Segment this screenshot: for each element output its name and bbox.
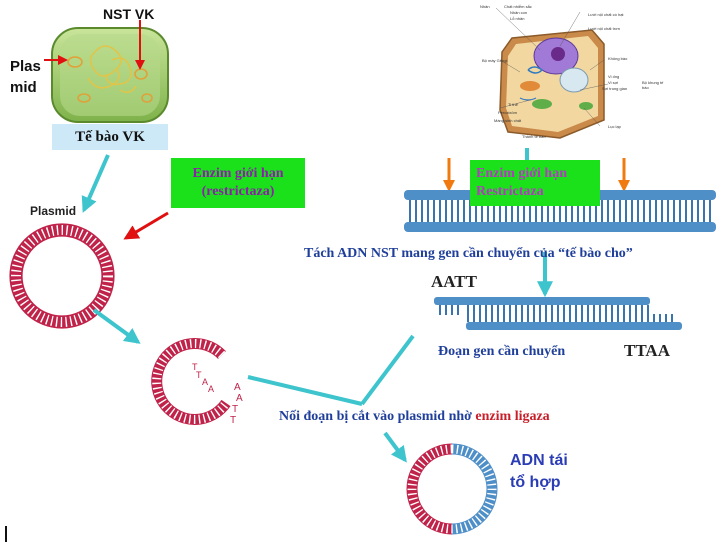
gene-segment-dna — [434, 297, 682, 330]
edge-mark — [5, 526, 7, 542]
plasmid-ring — [9, 223, 115, 329]
enzyme-left-line2: (restrictaza) — [201, 184, 275, 199]
sticky-end-letters: T T A A A A T T — [190, 356, 270, 436]
cell-label-15: Lục lạp — [608, 124, 621, 129]
recombinant-dna-ring — [406, 443, 498, 535]
cell-label-7: Không bào — [608, 56, 628, 61]
cell-label-2: Nhân con — [510, 10, 528, 15]
recombinant-line1: ADN tái — [510, 452, 568, 469]
donor-cell-labels: Nhân Chất nhiễm sắc Nhân con Lỗ nhân Lướ… — [478, 0, 668, 146]
enzyme-right-line2: Restrictaza — [476, 184, 544, 199]
sticky-letter-8: T — [230, 415, 237, 426]
bacterial-cell — [51, 27, 169, 123]
label-cell-vk: Tế bào VK — [52, 124, 168, 150]
cut-plasmid-ring — [151, 337, 231, 425]
cut-site-arrows — [443, 158, 630, 192]
cell-label-14: Màng sinh chất — [494, 118, 522, 123]
donor-cell-diagram — [499, 29, 605, 139]
sticky-letter-4: A — [208, 384, 215, 394]
recombinant-line2: tổ hợp — [510, 474, 561, 491]
sticky-letter-2: T — [196, 370, 202, 380]
donor-cell-leader-lines — [495, 7, 609, 127]
label-plasmid-small: Plasmid — [30, 204, 77, 218]
cell-label-11: Bộ khung tế bào — [642, 80, 664, 90]
sticky-letter-5: A — [234, 382, 241, 393]
cell-label-16: Thành tế bào — [522, 134, 546, 139]
label-aatt: AATT — [431, 272, 477, 291]
cell-label-9: Vi sợi — [608, 80, 619, 85]
enzyme-left-line1: Enzim giới hạn — [192, 166, 284, 181]
cell-label-5: Lưới nội chất trơn — [588, 26, 620, 31]
label-plasmid-line2: mid — [10, 79, 37, 96]
cell-label-3: Lỗ nhân — [510, 16, 525, 21]
enzyme-label-right: Enzim giới hạn Restrictaza — [470, 160, 600, 206]
label-gene-segment: Đoạn gen cần chuyển — [438, 344, 566, 359]
cell-label-13: Peroxixôm — [498, 110, 517, 115]
cell-label-12: Ti thể — [508, 102, 518, 107]
cell-label-0: Nhân — [480, 4, 490, 9]
bacterial-chromosome — [87, 45, 137, 94]
label-recombinant-dna: ADN tái tổ hợp — [510, 450, 568, 494]
cell-label-4: Lưới nội chất có hạt — [588, 12, 624, 17]
plasmid-in-cell — [67, 56, 153, 103]
label-join-prefix: Nối đoạn bị cắt vào plasmid nhờ — [279, 409, 476, 424]
sticky-letter-6: A — [236, 393, 243, 404]
cell-label-6: Bộ máy Gôngi — [482, 58, 508, 63]
enzyme-label-left: Enzim giới hạn (restrictaza) — [171, 158, 305, 208]
label-ttaa: TTAA — [624, 341, 670, 360]
enzyme-right-line1: Enzim giới hạn — [476, 166, 567, 181]
label-plasmid-line1: Plas — [10, 58, 41, 75]
label-join: Nối đoạn bị cắt vào plasmid nhờ enzim li… — [279, 409, 550, 425]
label-nst-vk: NST VK — [103, 6, 155, 22]
label-plasmid: Plas mid — [10, 56, 41, 98]
arrow-enzyme-to-plasmid — [123, 211, 169, 240]
sticky-letter-1: T — [192, 362, 198, 372]
cell-label-1: Chất nhiễm sắc — [504, 4, 532, 9]
cell-label-8: Vi ống — [608, 74, 620, 79]
sticky-letter-7: T — [232, 404, 239, 415]
sticky-letter-3: A — [202, 377, 209, 387]
cell-label-10: Sợi trung gian — [602, 86, 628, 91]
label-join-enzyme: enzim ligaza — [475, 409, 550, 424]
label-separate-dna: Tách ADN NST mang gen cần chuyển của “tế… — [304, 246, 633, 261]
